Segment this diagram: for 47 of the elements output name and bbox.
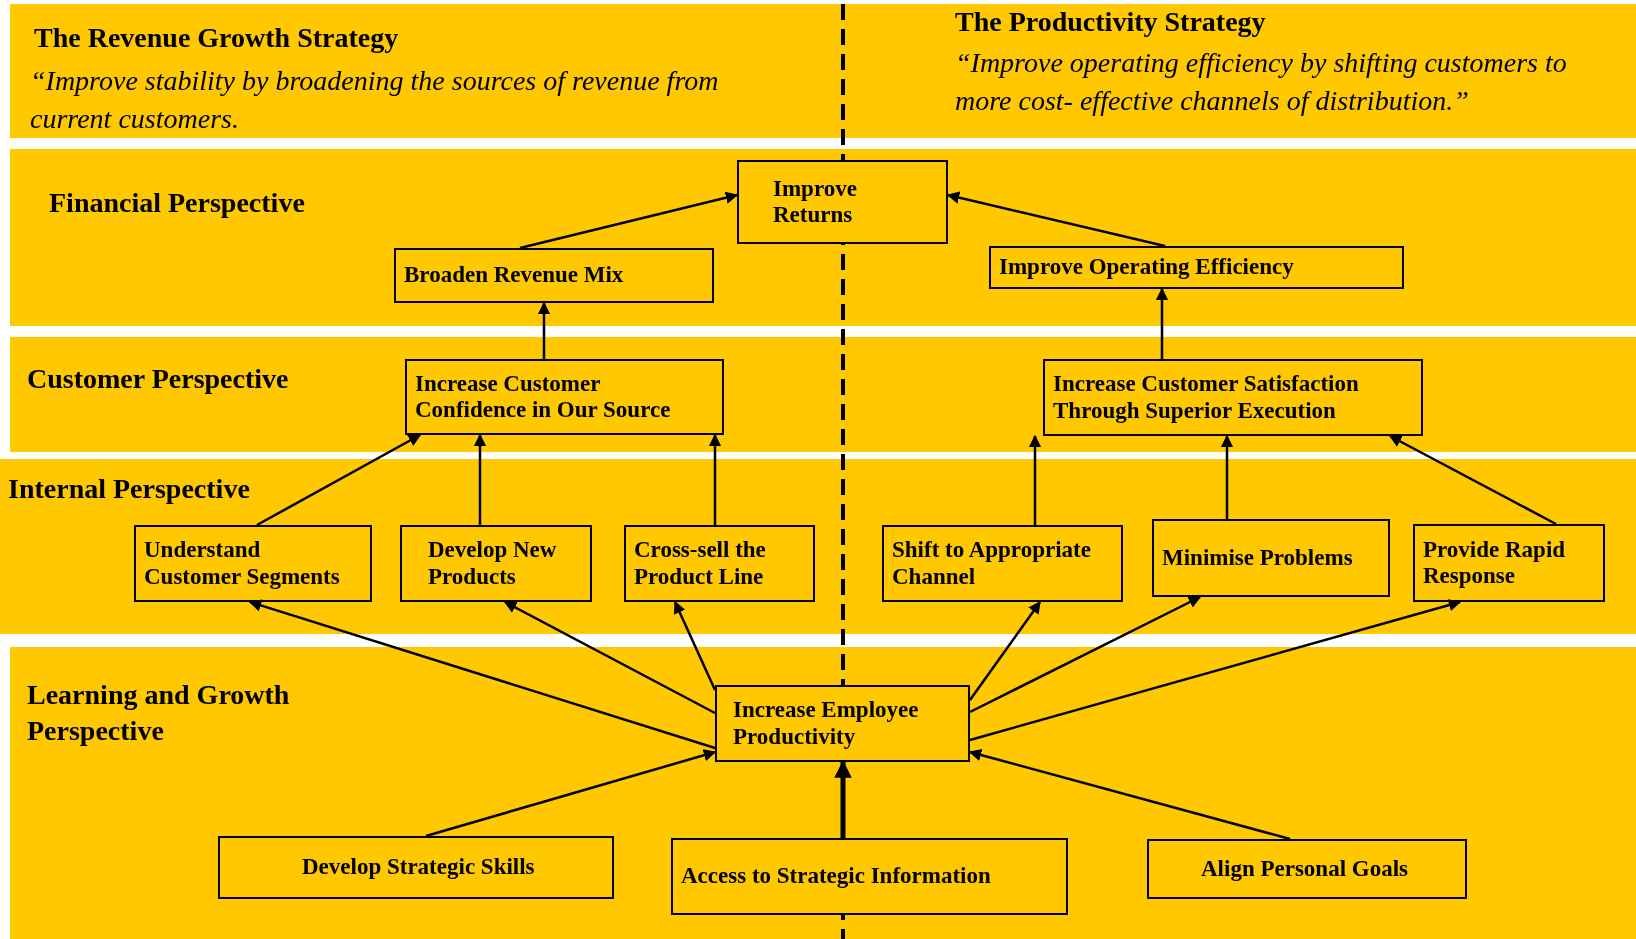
arrow <box>946 191 1166 248</box>
arrow <box>248 599 716 750</box>
arrow <box>425 749 717 838</box>
perspective-band <box>10 149 1636 326</box>
arrow <box>1220 434 1234 519</box>
objective-box: Cross-sell the Product Line <box>624 525 815 602</box>
arrow <box>519 191 739 250</box>
strategy-heading: The Revenue Growth Strategy <box>34 22 399 54</box>
arrow <box>1028 434 1042 525</box>
objective-box: Improve Returns <box>737 160 948 244</box>
arrow <box>537 301 551 359</box>
arrow <box>708 433 722 525</box>
strategy-quote: “Improve operating efficiency by shifting customers to more cost- effective channels of distribution.” <box>955 46 1568 118</box>
objective-box: Align Personal Goals <box>1147 839 1467 899</box>
objective-box: Increase Customer Satisfaction Through Superior Execution <box>1043 359 1423 436</box>
perspective-title: Financial Perspective <box>49 186 306 220</box>
arrow <box>969 595 1202 714</box>
objective-box: Increase Customer Confidence in Our Source <box>405 359 724 435</box>
objective-box: Increase Employee Productivity <box>715 685 970 762</box>
arrow <box>969 601 1041 701</box>
objective-box: Shift to Appropriate Channel <box>882 525 1123 602</box>
arrow <box>256 433 422 527</box>
arrow <box>969 599 1462 742</box>
arrow <box>503 600 716 715</box>
arrow <box>673 600 717 691</box>
strategy-panel <box>843 4 1636 138</box>
arrow <box>834 760 852 838</box>
strategy-quote: “Improve stability by broadening the sources of revenue from current customers. <box>30 64 720 136</box>
perspective-band <box>0 459 1636 634</box>
perspective-band <box>10 647 1636 939</box>
objective-box: Understand Customer Segments <box>134 525 372 602</box>
objective-box: Minimise Problems <box>1152 519 1390 597</box>
perspective-band <box>10 337 1636 452</box>
objective-box: Access to Strategic Information <box>671 838 1068 915</box>
objective-box: Develop Strategic Skills <box>218 836 614 899</box>
strategy-heading: The Productivity Strategy <box>955 6 1266 38</box>
arrow <box>473 433 487 525</box>
arrow <box>1388 434 1557 526</box>
objective-box: Develop New Products <box>400 525 592 602</box>
objective-box: Broaden Revenue Mix <box>394 248 714 303</box>
objective-box: Improve Operating Efficiency <box>989 246 1404 289</box>
arrow <box>1155 287 1169 359</box>
arrow <box>968 748 1291 841</box>
perspective-title: Learning and Growth Perspective <box>27 678 291 749</box>
objective-box: Provide Rapid Response <box>1413 524 1605 602</box>
strategy-panel <box>10 4 843 138</box>
perspective-title: Internal Perspective <box>8 472 251 506</box>
